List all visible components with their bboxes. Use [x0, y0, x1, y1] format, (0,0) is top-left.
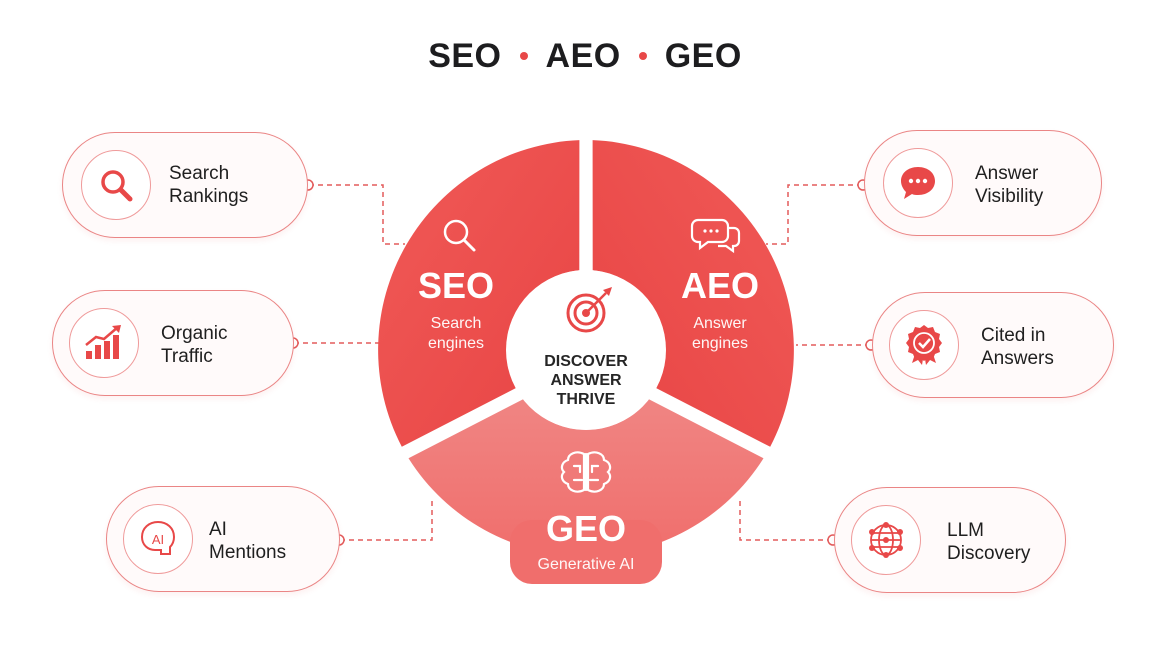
benefit-card-ai-mentions: AI AI Mentions: [106, 486, 340, 592]
benefit-card-llm-discovery: LLM Discovery: [834, 487, 1066, 593]
aeo-segment-text: AEO Answer engines: [662, 266, 778, 354]
benefit-label-line: Mentions: [209, 542, 287, 563]
benefit-label-line: Rankings: [169, 186, 249, 207]
benefit-label-line: Cited in: [981, 325, 1046, 346]
benefit-label: AI Mentions: [209, 518, 286, 564]
aeo-subtitle-line: Answer: [693, 315, 747, 332]
benefit-label-line: Visibility: [975, 186, 1044, 207]
geo-segment-subtitle: Generative AI: [537, 556, 635, 573]
aeo-subtitle-line: engines: [691, 335, 749, 352]
benefit-card-search-rankings: Search Rankings: [62, 132, 308, 238]
center-line: THRIVE: [556, 391, 616, 408]
benefit-card-answer-visibility: Answer Visibility: [864, 130, 1102, 236]
ai-head-icon: AI: [123, 504, 193, 574]
aeo-segment-subtitle: Answer engines: [662, 314, 778, 354]
growth-chart-icon: [69, 308, 139, 378]
benefit-label-line: Discovery: [947, 543, 1031, 564]
award-badge-icon: [889, 310, 959, 380]
center-tagline: DISCOVER ANSWER THRIVE: [526, 352, 646, 409]
title-aeo: AEO: [545, 36, 621, 75]
connectors-right: [739, 184, 870, 541]
benefit-label: Answer Visibility: [975, 162, 1043, 208]
benefit-label: Organic Traffic: [161, 322, 228, 368]
seo-segment-subtitle: Search engines: [398, 314, 514, 354]
benefit-card-organic-traffic: Organic Traffic: [52, 290, 294, 396]
benefit-label-line: Organic: [161, 323, 228, 344]
center-line: DISCOVER: [544, 353, 628, 370]
connectors-left: [294, 184, 433, 541]
benefit-label-line: LLM: [947, 520, 984, 541]
seo-segment-title: SEO: [417, 265, 495, 306]
title-separator-dot: [638, 52, 647, 60]
benefit-label-line: AI: [209, 519, 227, 540]
segment-aeo: [592, 140, 794, 447]
page-title: SEO AEO GEO: [0, 30, 1170, 82]
geo-segment-text: GEO Generative AI: [506, 509, 666, 575]
center-circle: [506, 270, 666, 430]
title-geo: GEO: [664, 36, 742, 75]
benefit-label-line: Search: [169, 163, 230, 184]
svg-text:AI: AI: [152, 532, 164, 547]
search-icon: [81, 150, 151, 220]
target-icon: [566, 287, 612, 333]
magnifier-icon: [443, 219, 476, 252]
benefit-card-cited-in-answers: Cited in Answers: [872, 292, 1114, 398]
brain-icon: [560, 451, 612, 493]
title-seo: SEO: [428, 36, 502, 75]
benefit-label-line: Answers: [981, 348, 1054, 369]
benefit-label: LLM Discovery: [947, 519, 1030, 565]
benefit-label-line: Answer: [975, 163, 1039, 184]
segment-seo: [378, 140, 580, 447]
benefit-label: Search Rankings: [169, 162, 248, 208]
seo-segment-text: SEO Search engines: [398, 266, 514, 354]
aeo-segment-title: AEO: [680, 265, 759, 306]
seo-subtitle-line: engines: [427, 335, 485, 352]
chat-bubbles-icon: [690, 218, 741, 254]
network-globe-icon: [851, 505, 921, 575]
geo-label-tab: [510, 520, 662, 584]
benefit-label: Cited in Answers: [981, 324, 1054, 370]
speech-bubble-icon: [883, 148, 953, 218]
geo-segment-title: GEO: [545, 508, 626, 549]
seo-subtitle-line: Search: [430, 315, 482, 332]
benefit-label-line: Traffic: [161, 346, 213, 367]
title-separator-dot: [519, 52, 528, 60]
center-line: ANSWER: [550, 372, 622, 389]
